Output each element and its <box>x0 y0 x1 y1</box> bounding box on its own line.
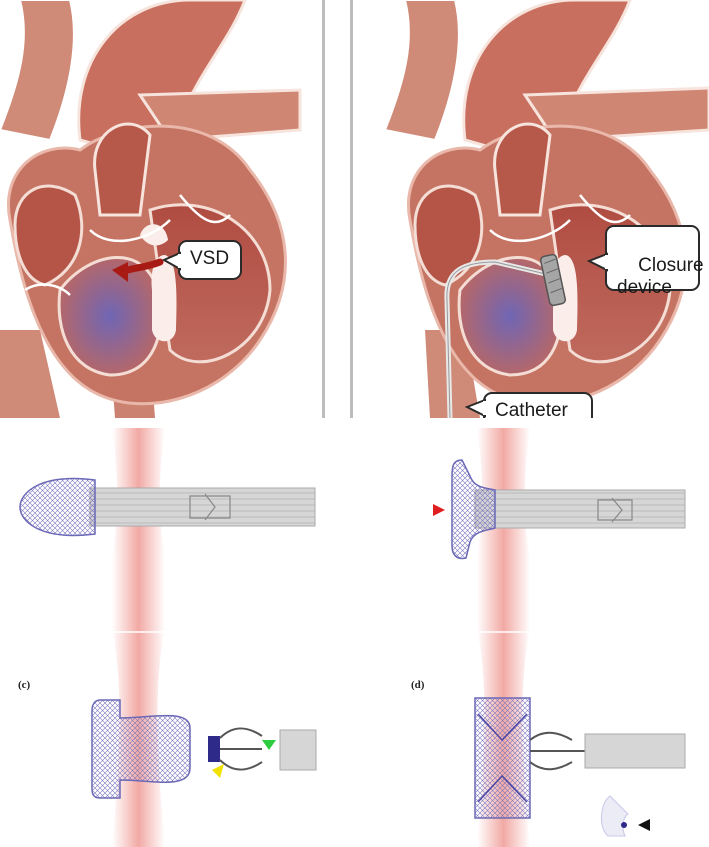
heart-vsd-svg <box>0 0 302 418</box>
device-deployment-schematics <box>19 428 686 847</box>
delivery-sheath-lower-left <box>279 729 317 771</box>
yellow-marker <box>212 764 224 778</box>
occluder-waist-right <box>477 713 528 803</box>
vsd-hole <box>140 224 168 246</box>
pulmonary-trunk <box>93 122 152 217</box>
pulmonary-trunk <box>493 122 552 217</box>
closure-device-body <box>539 253 567 307</box>
delivery-sheath-lower-right <box>584 733 686 769</box>
right-ventricle <box>457 256 563 377</box>
closure-device-callout: Closure device <box>605 225 704 298</box>
closure-device-stripes <box>544 258 563 294</box>
delivery-jaws-right <box>529 731 585 771</box>
valve-lines <box>489 194 631 243</box>
distal-disc-upper-right <box>451 459 496 560</box>
delivery-cable-upper-right <box>597 497 633 523</box>
heart-closure-illustration: Closure device Catheter <box>355 0 709 418</box>
heart-closure-svg <box>383 0 709 418</box>
vsd-callout: VSD <box>178 240 242 280</box>
delivery-jaws-left <box>219 727 263 771</box>
vsd-callout-pointer <box>162 251 182 271</box>
catheter-callout-pointer <box>465 398 487 418</box>
occluder-lower-left <box>91 699 191 799</box>
heart-vsd-illustration: VSD <box>0 0 320 418</box>
catheter-callout: Catheter <box>483 392 593 418</box>
panel-c-label: (c) <box>18 679 31 691</box>
aorta <box>462 0 632 162</box>
inset-device <box>601 795 629 837</box>
schematic-right <box>433 428 686 847</box>
panel-divider-left <box>322 0 325 418</box>
closure-callout-pointer <box>587 252 609 272</box>
lower-vena-cava <box>0 330 60 418</box>
black-marker <box>638 819 650 831</box>
inset-hub <box>621 822 627 828</box>
right-atrium <box>13 184 84 287</box>
occluder-hub-left <box>208 736 220 762</box>
vena-cava <box>383 0 460 142</box>
panel-d-label: (d) <box>411 679 425 691</box>
catheter-label: Catheter <box>495 400 568 418</box>
right-atrium <box>413 184 484 287</box>
distal-disc-upper-left <box>19 477 96 537</box>
aorta <box>77 0 247 162</box>
closure-device-label: Closure device <box>617 255 704 298</box>
catheter-line-outline <box>446 261 551 418</box>
schematic-left <box>19 428 317 847</box>
shunt-arrowhead <box>112 262 128 282</box>
green-marker <box>262 740 276 750</box>
vsd-label: VSD <box>190 248 230 269</box>
red-marker <box>433 504 445 516</box>
valve-lines <box>24 194 231 296</box>
delivery-cable-upper-left <box>189 493 231 521</box>
panel-divider-right <box>350 0 353 418</box>
right-ventricle <box>57 256 163 377</box>
occluder-lower-right <box>474 697 531 819</box>
vena-cava <box>0 0 75 142</box>
septum <box>151 255 177 342</box>
